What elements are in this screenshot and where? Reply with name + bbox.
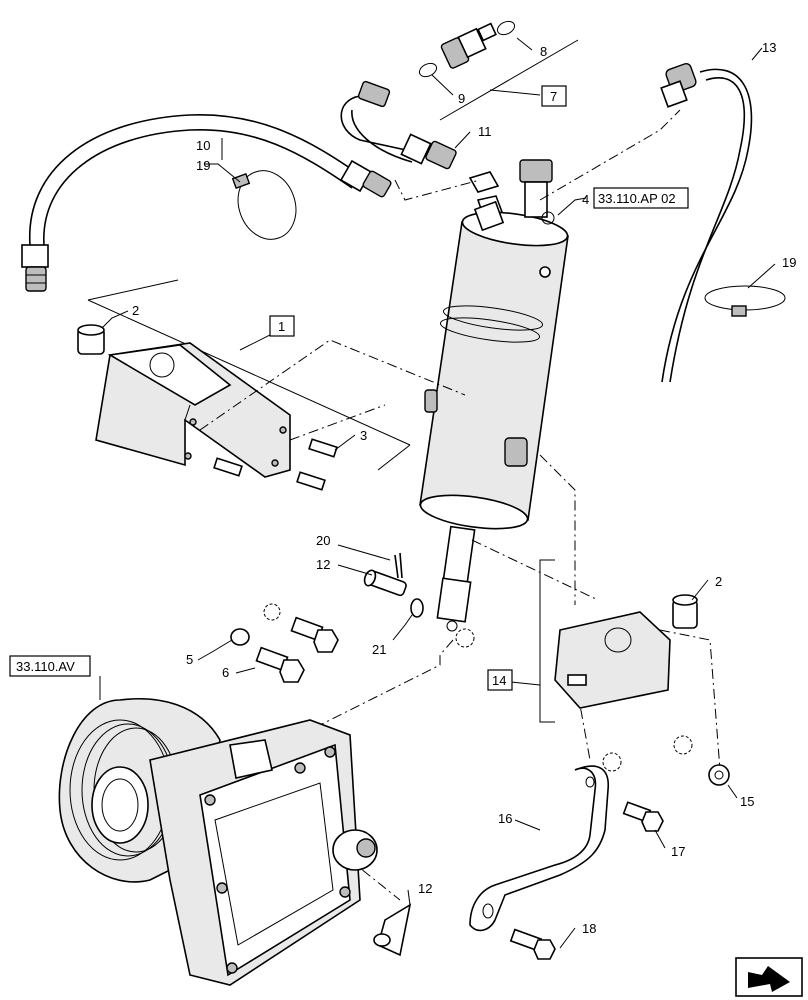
tube-13 — [660, 62, 753, 383]
callout-19b: 19 — [782, 255, 796, 270]
hose-upper — [340, 80, 504, 220]
bushing-left — [77, 324, 105, 355]
callout-5: 5 — [186, 652, 193, 667]
callout-21: 21 — [372, 642, 386, 657]
callout-7: 7 — [550, 89, 557, 104]
pressure-switch — [418, 20, 516, 78]
nut-15 — [708, 764, 730, 786]
callout-2a: 2 — [132, 303, 139, 318]
callout-19a: 19 — [196, 158, 210, 173]
callout-16: 16 — [498, 811, 512, 826]
support-16 — [469, 765, 609, 932]
callout-12b: 12 — [418, 881, 432, 896]
callout-18: 18 — [582, 921, 596, 936]
callout-8: 8 — [540, 44, 547, 59]
bolt-17 — [622, 801, 664, 832]
callout-10: 10 — [196, 138, 210, 153]
callout-4: 4 — [582, 192, 589, 207]
callout-17: 17 — [671, 844, 685, 859]
callout-2b: 2 — [715, 574, 722, 589]
clip-12 — [373, 903, 412, 957]
bolt-18 — [509, 928, 556, 960]
arrow-icon[interactable] — [735, 957, 803, 997]
gearbox — [58, 697, 378, 986]
callout-12a: 12 — [316, 557, 330, 572]
plate-14 — [554, 611, 671, 709]
callout-20: 20 — [316, 533, 330, 548]
callout-15: 15 — [740, 794, 754, 809]
pin-12 — [363, 569, 407, 597]
hydraulic-cylinder — [419, 159, 569, 632]
callout-11: 11 — [478, 124, 492, 139]
reference-av[interactable]: 33.110.AV — [16, 659, 75, 674]
mount-bracket — [95, 342, 291, 478]
callout-14: 14 — [492, 673, 506, 688]
bushing-right — [672, 594, 698, 629]
hose-10 — [21, 114, 392, 292]
callout-9: 9 — [458, 91, 465, 106]
callout-1: 1 — [278, 319, 285, 334]
cable-tie-left — [237, 170, 297, 240]
callout-13: 13 — [762, 40, 776, 55]
callout-3: 3 — [360, 428, 367, 443]
callout-6: 6 — [222, 665, 229, 680]
bolt-6 — [255, 646, 305, 683]
reference-ap02[interactable]: 33.110.AP 02 — [598, 191, 676, 206]
bolt-upper — [290, 616, 339, 653]
